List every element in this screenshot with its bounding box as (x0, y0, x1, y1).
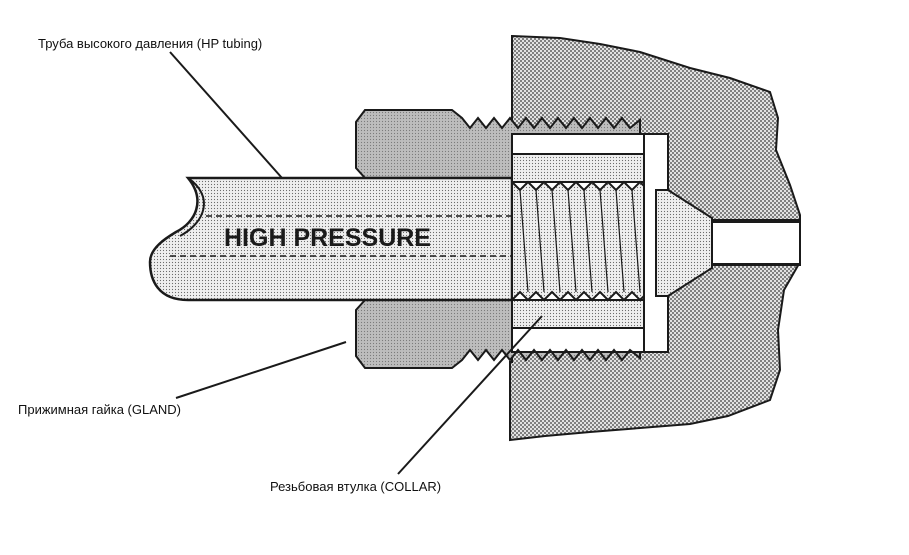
collar-lower (511, 299, 645, 329)
tube-text: HIGH PRESSURE (224, 224, 431, 252)
label-collar: Резьбовая втулка (COLLAR) (270, 479, 442, 494)
collar-upper (511, 153, 645, 183)
leader-collar (397, 315, 543, 475)
collar-thread (511, 179, 657, 303)
outlet-bore (711, 221, 801, 265)
label-gland: Прижимная гайка (GLAND) (18, 402, 182, 417)
gland-lower (355, 299, 641, 369)
gland-upper (355, 109, 641, 179)
hp-tubing (148, 176, 514, 302)
leader-tubing (169, 51, 283, 179)
label-hp-tubing: Труба высокого давления (HP tubing) (38, 36, 263, 51)
tube-end-edge (179, 177, 205, 237)
leader-gland (175, 341, 347, 399)
tube-cone (655, 189, 713, 297)
